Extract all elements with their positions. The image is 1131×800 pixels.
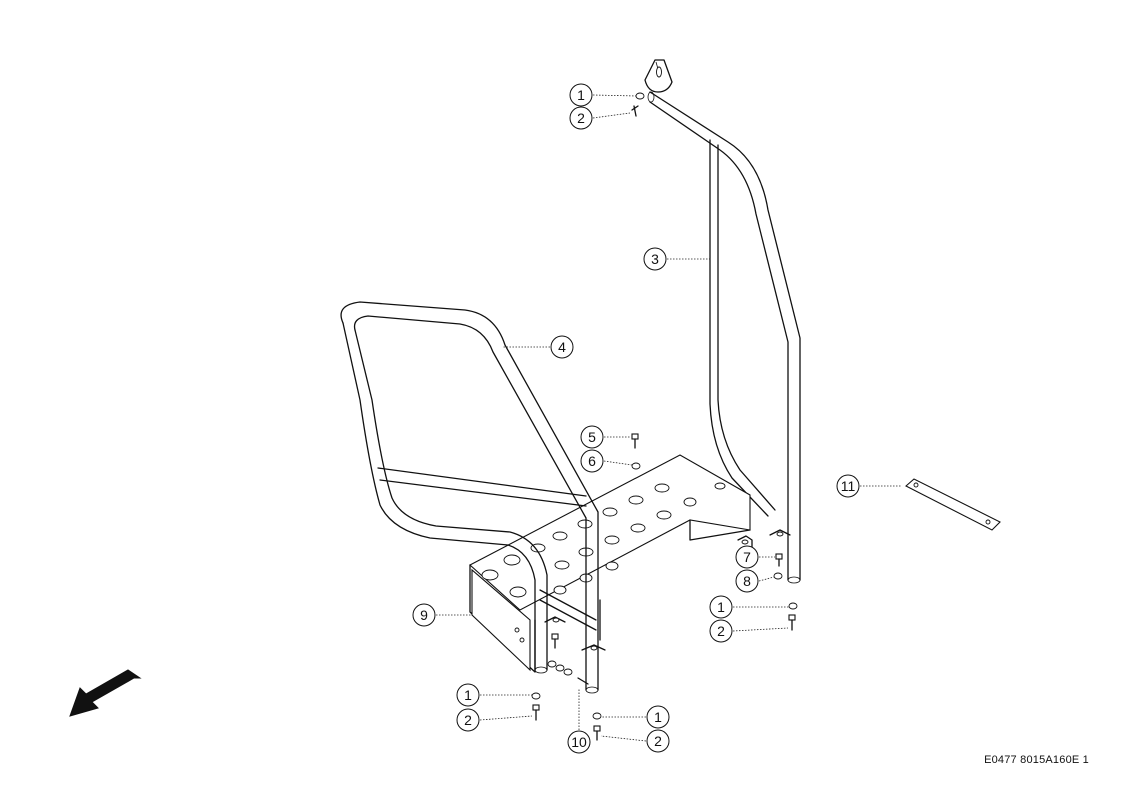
callout-balloon: 5: [580, 425, 604, 449]
callout-balloon: 7: [735, 545, 759, 569]
callout-balloon: 3: [643, 247, 667, 271]
direction-arrow-icon: [69, 669, 142, 717]
left-handrail-part-4: [340, 301, 599, 694]
mounting-bracket: [544, 616, 606, 651]
leader-lines: [436, 94, 902, 742]
svg-text:1: 1: [717, 599, 725, 615]
svg-text:1: 1: [654, 709, 662, 725]
rear-brackets: [737, 529, 791, 549]
svg-text:5: 5: [588, 429, 596, 445]
svg-text:2: 2: [464, 712, 472, 728]
callout-balloons: 1 2 3 4 5 6 7 8 1 2 9 11 1 2 10 1 2: [412, 83, 860, 754]
callout-balloon: 1: [646, 705, 670, 729]
svg-text:4: 4: [558, 339, 566, 355]
svg-text:2: 2: [654, 733, 662, 749]
callout-balloon: 11: [836, 474, 860, 498]
right-handrail-part-3: [644, 59, 801, 584]
svg-text:6: 6: [588, 453, 596, 469]
strap-part-11: [905, 478, 1001, 531]
svg-text:10: 10: [571, 734, 587, 750]
fasteners: [531, 92, 798, 741]
callout-balloon: 2: [646, 729, 670, 753]
callout-balloon: 1: [456, 683, 480, 707]
callout-balloon: 6: [580, 449, 604, 473]
callout-balloon: 2: [709, 619, 733, 643]
callout-balloon: 9: [412, 603, 436, 627]
svg-text:2: 2: [717, 623, 725, 639]
callout-balloon: 4: [550, 335, 574, 359]
svg-text:11: 11: [841, 478, 856, 494]
step-platform: [469, 454, 751, 673]
svg-text:2: 2: [577, 110, 585, 126]
callout-balloon: 2: [456, 708, 480, 732]
callout-balloon: 10: [567, 730, 591, 754]
svg-text:1: 1: [464, 687, 472, 703]
svg-text:7: 7: [743, 549, 751, 565]
callout-balloon: 1: [569, 83, 593, 107]
callout-balloon: 1: [709, 595, 733, 619]
callout-balloon: 2: [569, 106, 593, 130]
drawing-number: E0477 8015A160E 1: [984, 754, 1089, 766]
svg-text:3: 3: [651, 251, 659, 267]
svg-text:8: 8: [743, 573, 751, 589]
callout-balloon: 8: [735, 569, 759, 593]
svg-text:9: 9: [420, 607, 428, 623]
svg-text:1: 1: [577, 87, 585, 103]
side-plate-part-9: [471, 568, 531, 672]
